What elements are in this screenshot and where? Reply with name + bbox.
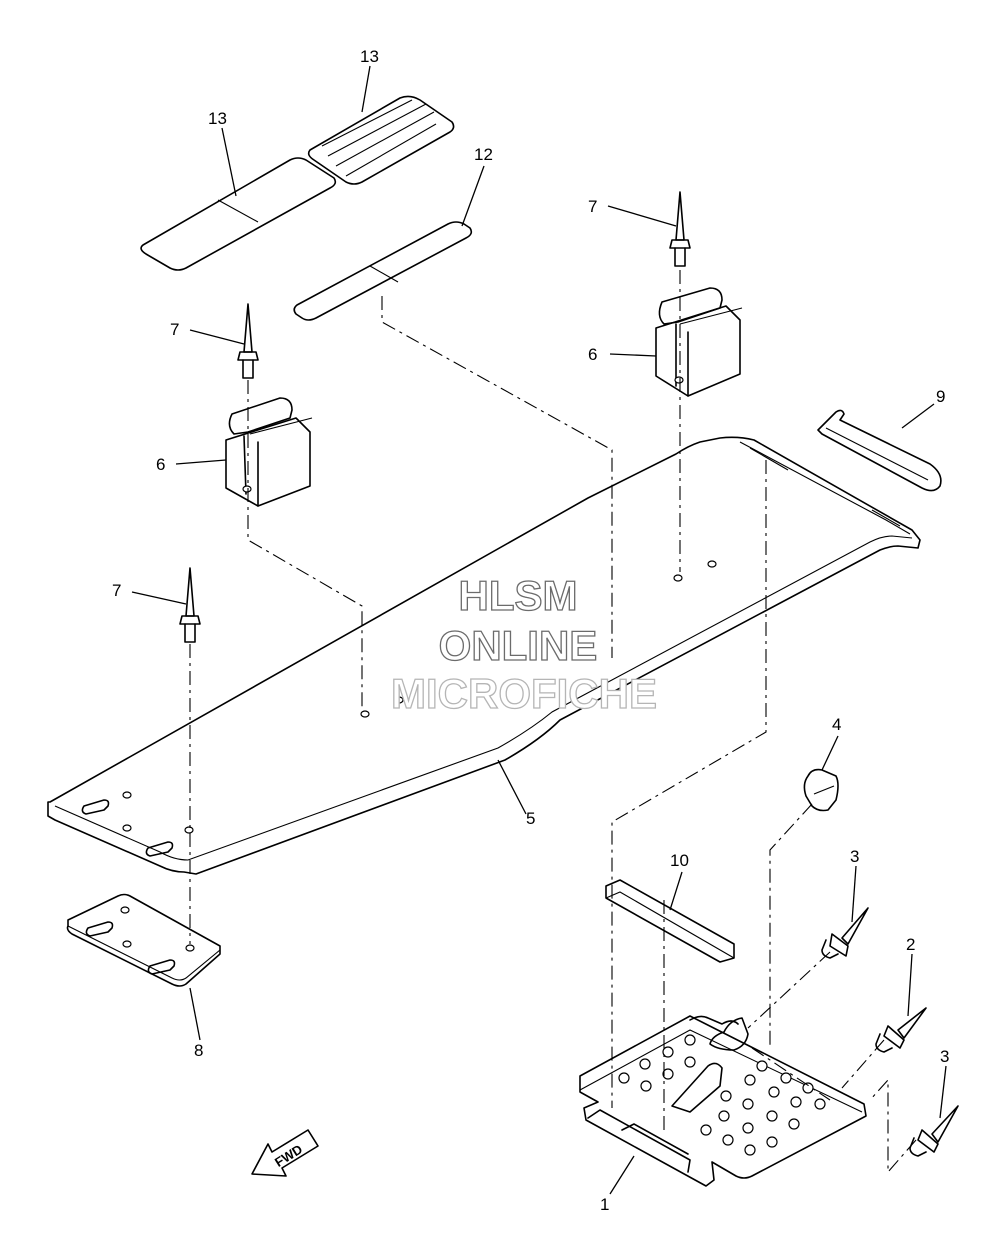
decal-13: [140, 157, 337, 271]
watermark-line-3: MICROFICHE: [391, 670, 657, 717]
clip-left: [225, 397, 313, 507]
callout-6-left: 6: [156, 455, 165, 474]
rod-9: [817, 409, 942, 492]
decal-12: [293, 221, 473, 321]
callout-13: 13: [208, 109, 227, 128]
watermark-line-1: HLSM: [459, 572, 578, 619]
leader-lines: [131, 65, 947, 1195]
callout-11: 13: [360, 47, 379, 66]
skid-plate-1: [579, 1015, 867, 1187]
watermark-line-2: ONLINE: [439, 622, 598, 669]
callout-3-upper: 3: [850, 847, 859, 866]
clip-right: [655, 287, 743, 397]
callout-7-right: 7: [588, 197, 597, 216]
callout-9: 9: [936, 387, 945, 406]
callout-1: 1: [600, 1195, 609, 1214]
callout-6-right: 6: [588, 345, 597, 364]
rivet-3-upper: [821, 907, 869, 959]
rivet-left-upper: [237, 303, 259, 379]
callout-5: 5: [526, 809, 535, 828]
callout-4: 4: [832, 715, 841, 734]
rivet-right-upper: [669, 191, 691, 267]
pad-10: [605, 879, 735, 963]
fwd-arrow-icon: FWD: [251, 1129, 319, 1177]
callout-8: 8: [194, 1041, 203, 1060]
clip-4: [803, 768, 839, 812]
rivet-3-lower: [909, 1105, 959, 1157]
callout-10: 10: [670, 851, 689, 870]
rivet-left-lower: [179, 567, 201, 643]
callout-7-left-upper: 7: [170, 320, 179, 339]
callout-3-lower: 3: [940, 1047, 949, 1066]
plate-8: [66, 893, 221, 987]
callout-7-left-lower: 7: [112, 581, 121, 600]
rivet-2: [875, 1007, 927, 1053]
assembly-lines: [189, 270, 917, 1174]
fwd-label: FWD: [272, 1141, 305, 1169]
callout-2: 2: [906, 935, 915, 954]
decal-11: [307, 95, 455, 185]
callout-12: 12: [474, 145, 493, 164]
plate-5: [47, 436, 921, 875]
